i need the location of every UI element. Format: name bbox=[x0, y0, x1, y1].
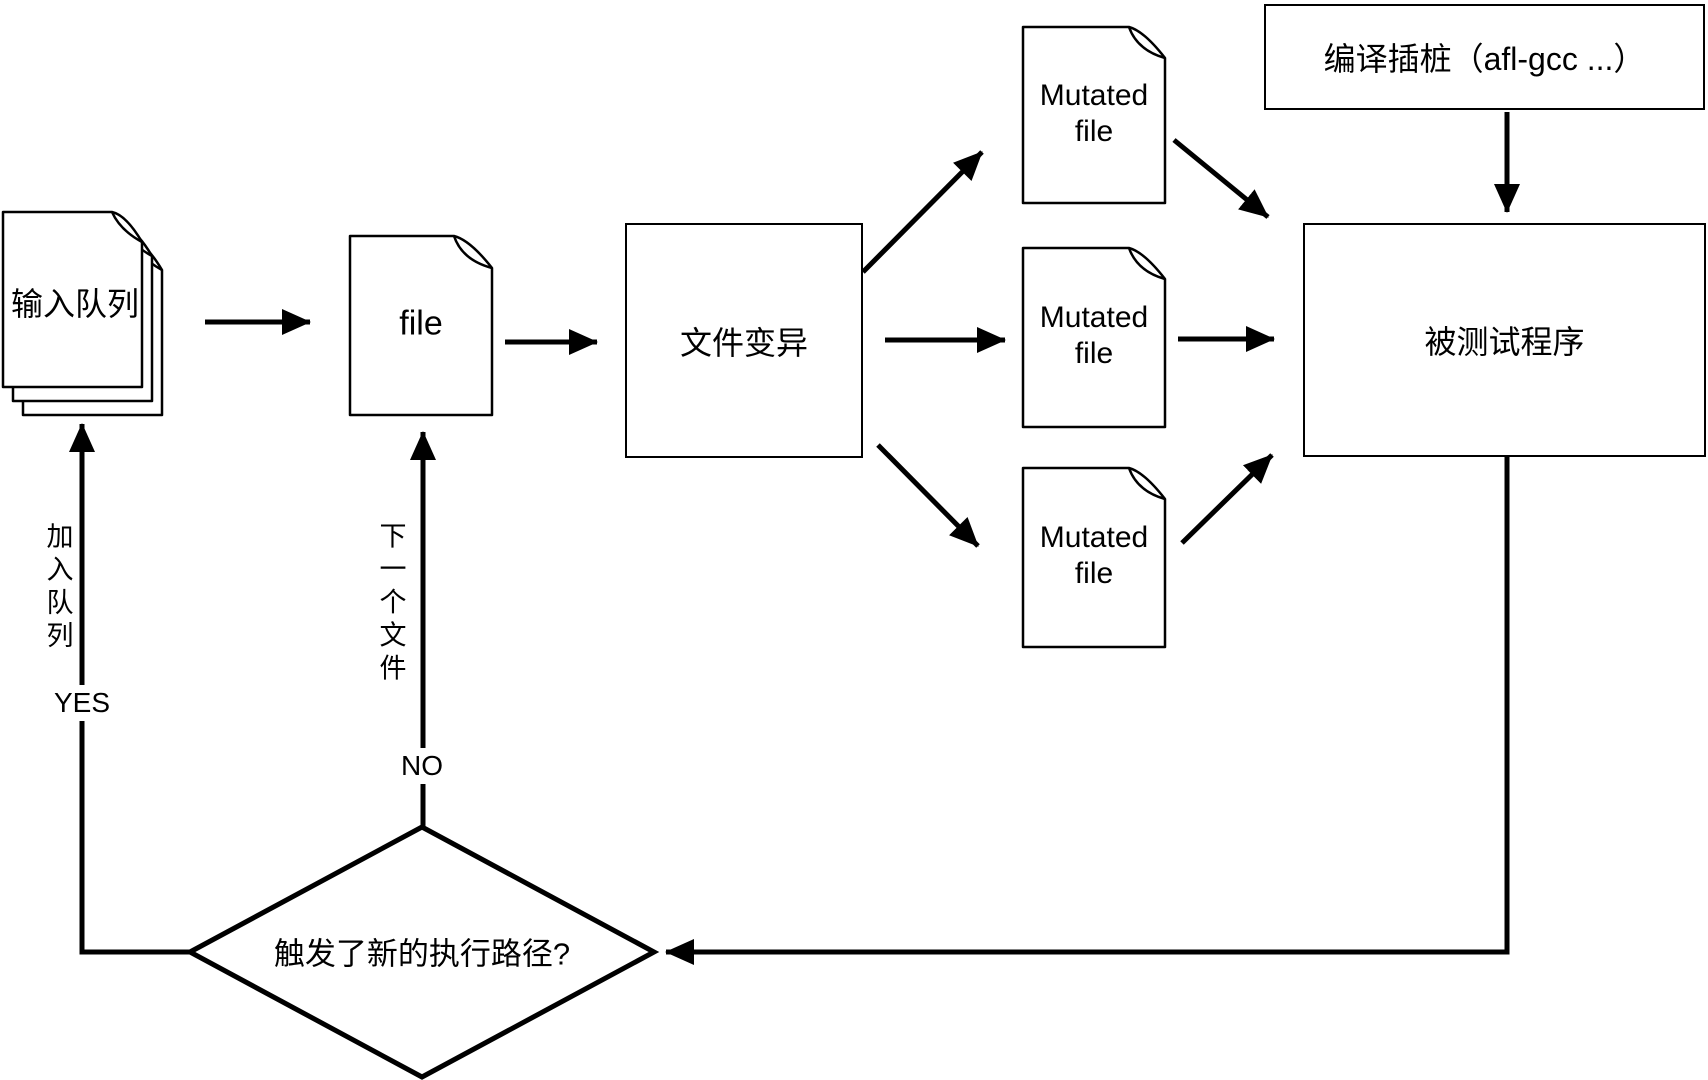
arrow-mutation-to-top-file bbox=[861, 150, 984, 274]
mutation-node: 文件变异 bbox=[625, 223, 863, 458]
file-icon bbox=[348, 234, 494, 417]
arrow-program-to-decision-loop bbox=[665, 457, 1510, 965]
input-queue-label: 输入队列 bbox=[10, 286, 140, 322]
program-under-test-label: 被测试程序 bbox=[1424, 324, 1585, 360]
file-label: file bbox=[399, 304, 443, 343]
mutation-node-label: 文件变异 bbox=[679, 324, 808, 361]
mutated-file-icon-top bbox=[1021, 25, 1167, 205]
instrumentation-node: 编译插桩（afl-gcc ...） bbox=[1264, 4, 1705, 110]
mutated-file-label-top: Mutated file bbox=[1039, 79, 1149, 148]
instrumentation-label: 编译插桩（afl-gcc ...） bbox=[1323, 41, 1646, 77]
program-under-test-node: 被测试程序 bbox=[1303, 223, 1706, 457]
next-file-edge-label: 下一个文件 bbox=[375, 521, 406, 687]
arrow-decision-yes-to-queue bbox=[69, 423, 190, 955]
mutated-file-label-middle: Mutated file bbox=[1039, 301, 1149, 370]
no-edge-label: NO bbox=[396, 748, 448, 784]
arrow-top-file-to-program bbox=[1172, 138, 1270, 219]
mutated-file-icon-middle bbox=[1021, 246, 1167, 429]
input-queue-stack-icon bbox=[1, 210, 164, 417]
arrow-mutation-to-bottom-file bbox=[876, 443, 980, 548]
yes-edge-label: YES bbox=[48, 685, 116, 721]
decision-label: 触发了新的执行路径? bbox=[273, 936, 571, 972]
mutated-file-label-bottom: Mutated file bbox=[1039, 521, 1149, 590]
arrow-bottom-file-to-program bbox=[1180, 453, 1274, 545]
mutated-file-icon-bottom bbox=[1021, 466, 1167, 649]
add-to-queue-edge-label: 加入队列 bbox=[42, 522, 73, 654]
decision-diamond bbox=[184, 824, 660, 1080]
